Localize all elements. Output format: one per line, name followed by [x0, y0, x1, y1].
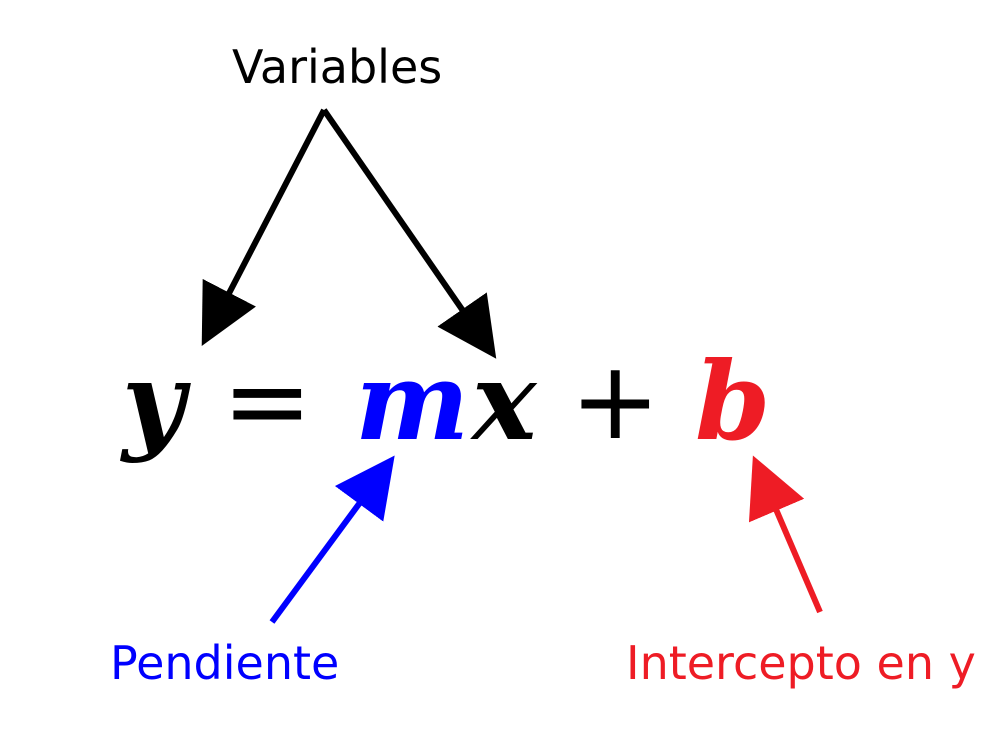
- slope-label: Pendiente: [110, 636, 340, 690]
- equation-y: y: [122, 339, 185, 465]
- intercept-label: Intercepto en y: [626, 636, 976, 690]
- equation-x: x: [472, 339, 537, 465]
- equation-b-intercept: b: [695, 339, 771, 465]
- equation-equals-sign: =: [222, 339, 313, 464]
- equation-plus-sign: +: [570, 339, 661, 464]
- arrow-variables-to-x: [321, 108, 497, 359]
- arrow-variables-to-y: [201, 108, 327, 346]
- arrow-slope-to-m: [269, 455, 395, 624]
- variables-label: Variables: [232, 40, 443, 94]
- arrow-intercept-to-b: [748, 455, 823, 614]
- equation-m-slope: m: [355, 339, 470, 465]
